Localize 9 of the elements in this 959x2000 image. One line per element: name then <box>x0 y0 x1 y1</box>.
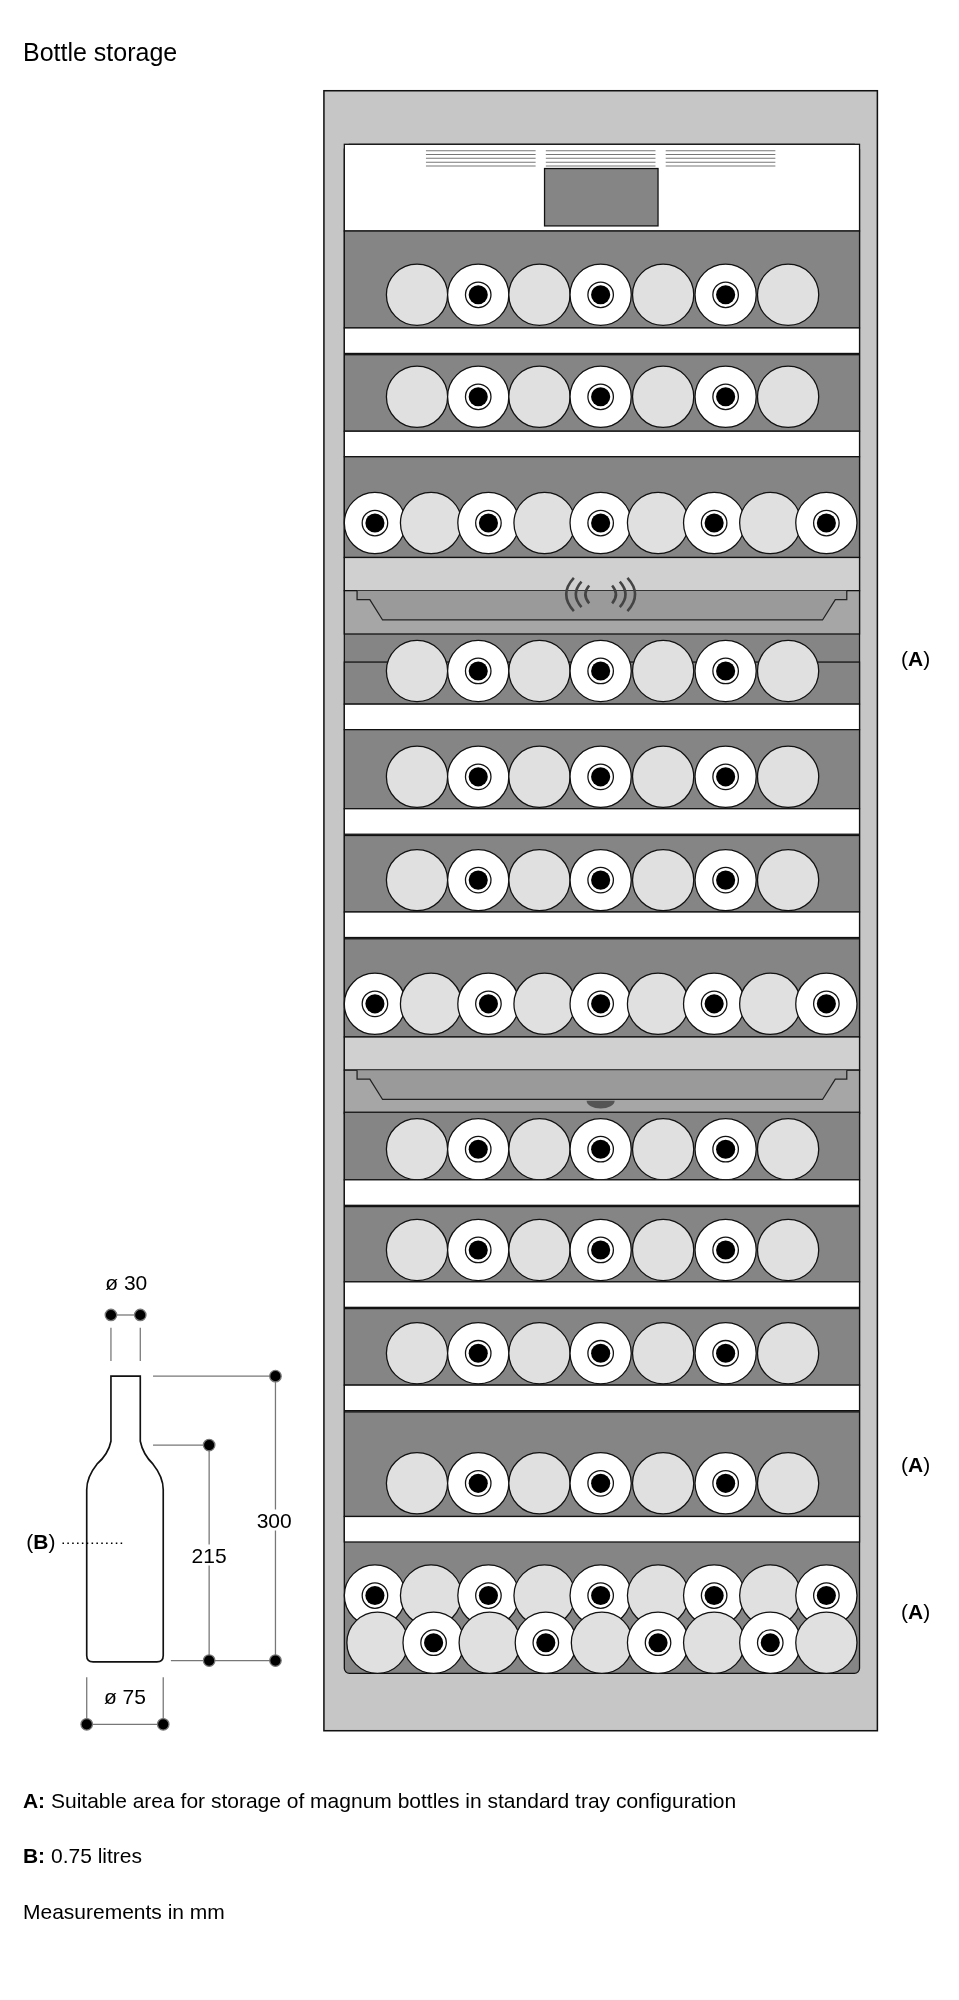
note-text: B: 0.75 litres <box>22 1842 142 1869</box>
note-text: Measurements in mm <box>22 1898 225 1925</box>
leader-line <box>61 1542 125 1545</box>
dimension-label: 215 <box>189 1544 229 1566</box>
title: Bottle storage <box>23 40 178 65</box>
callout-label: (B) <box>21 1526 60 1558</box>
note-text: A: Suitable area for storage of magnum bottles in standard tray configuration <box>22 1787 737 1814</box>
bottle-outline <box>85 1375 165 1663</box>
dimension-label: 300 <box>254 1509 294 1531</box>
